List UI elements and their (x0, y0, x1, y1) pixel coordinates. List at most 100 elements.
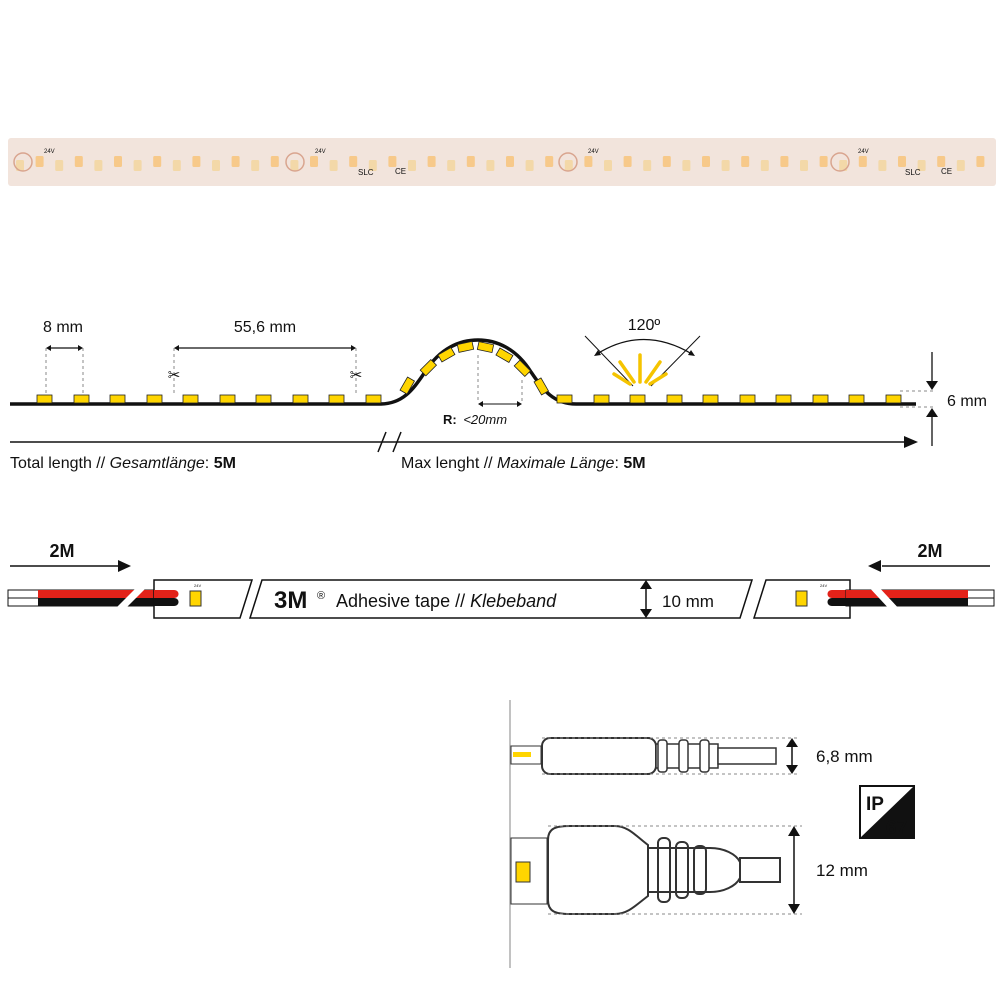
small-width-label: 6,8 mm (816, 747, 873, 766)
profile-led (219, 394, 236, 404)
strip-led (153, 156, 162, 167)
large-cable (739, 857, 781, 883)
small-end-cap-rib (678, 739, 689, 773)
strip-led (427, 156, 436, 167)
strip-led (231, 156, 240, 167)
3m-logo: 3M (274, 587, 307, 614)
strip-led (643, 160, 652, 171)
strip-led (447, 160, 456, 171)
wiring-diagram: 2M 24V 3M ® Adhesive tape // Klebeband 1… (7, 541, 995, 619)
total-length-german: Gesamtlänge (110, 455, 205, 472)
scissors-icon: ✂ (350, 367, 363, 384)
total-length-label: Total length // Gesamtlänge: 5M (10, 455, 236, 472)
strip-led (800, 160, 808, 171)
strip-led (270, 156, 279, 167)
max-length-german: Maximale Länge (497, 455, 615, 472)
ip67-badge: IP 67 (859, 785, 915, 839)
strip-led (349, 156, 358, 167)
small-end-cap-body (541, 737, 657, 775)
strip-led (682, 160, 691, 171)
strip-voltage-label: 24V (858, 149, 869, 155)
strip-led (329, 160, 338, 171)
strip-led (172, 160, 181, 171)
registered-mark: ® (317, 590, 325, 602)
max-length-label: Max lenght // Maximale Länge: 5M (401, 455, 646, 472)
strip-led (74, 156, 83, 167)
length-indicator: Total length // Gesamtlänge: 5M Max leng… (10, 431, 918, 472)
length-arrowhead (904, 436, 918, 448)
strip-led (760, 160, 769, 171)
strip-brand-mark: SLC (358, 168, 374, 177)
beam-angle-arc (596, 338, 693, 355)
profile-led (775, 394, 792, 404)
profile-led (292, 394, 309, 404)
strip-ce-mark: CE (941, 167, 952, 176)
small-width-arrowheads (786, 738, 798, 774)
strip-led (388, 156, 397, 167)
radius-value: <20mm (463, 412, 507, 427)
strip-led (878, 160, 887, 171)
strip-leds (13, 152, 985, 172)
large-led-chip (515, 861, 531, 883)
large-end-cap-body (547, 825, 649, 915)
wire-left-solder-black (154, 598, 179, 606)
adhesive-tape-label: Adhesive tape // Klebeband (336, 591, 557, 611)
large-end-cap-rib (693, 845, 707, 895)
small-led-chip (513, 752, 531, 757)
height-arrowhead-top (926, 381, 938, 390)
led-strip-photo: 24V 24V 24V 24V CE CE SLC SLC (8, 138, 996, 186)
profile-led (437, 346, 456, 363)
strip-led (976, 156, 985, 167)
profile-led (629, 394, 646, 404)
length-break-mark (377, 431, 387, 453)
profile-led (666, 394, 683, 404)
strip-brand-mark: SLC (905, 168, 921, 177)
total-length-value: 5M (214, 455, 236, 472)
strip-led (898, 156, 906, 167)
strip-led (16, 160, 24, 171)
profile-led (182, 394, 199, 404)
radius-label: R: <20mm (443, 412, 507, 427)
scissors-icon: ✂ (168, 367, 181, 384)
wire-right-red (846, 590, 968, 598)
strip-led (408, 160, 416, 171)
strip-led (721, 160, 730, 171)
ip-badge-digits: 67 (886, 818, 907, 839)
strip-led (858, 156, 867, 167)
strip-led (564, 160, 573, 171)
strip-led (819, 156, 828, 167)
profile-led (456, 340, 475, 353)
wire-right-length-label: 2M (917, 541, 942, 561)
strip-led (133, 160, 142, 171)
strip-led (623, 156, 632, 167)
strip-led (545, 156, 554, 167)
strip-led (290, 160, 299, 171)
profile-led (495, 347, 514, 364)
strip-profile: 8 mm 55,6 mm ✂ ✂ R: <20mm 120º (10, 317, 987, 446)
large-end-cap-rib (657, 837, 671, 903)
profile-led (365, 394, 382, 404)
cut-length-label: 55,6 mm (234, 319, 296, 336)
strip-led (525, 160, 534, 171)
wire-right-solder-black (827, 598, 850, 606)
wire-right-solder-red (827, 590, 850, 598)
height-label: 6 mm (947, 393, 987, 410)
beam-angle-label: 120º (628, 317, 661, 334)
strip-led (486, 160, 495, 171)
large-width-label: 12 mm (816, 861, 868, 880)
profile-led (419, 358, 438, 377)
strip-led (310, 156, 318, 167)
strip-led (212, 160, 220, 171)
strip-led (937, 156, 946, 167)
strip-led (702, 156, 710, 167)
chip-voltage-label: 24V (820, 583, 827, 588)
strip-led (368, 160, 377, 171)
light-rays-icon (612, 353, 668, 386)
wire-left-solder-red (154, 590, 179, 598)
strip-led (839, 160, 848, 171)
strip-led (466, 156, 475, 167)
strip-led (584, 156, 593, 167)
strip-solder-pad (285, 152, 305, 172)
small-end-cap-rib (657, 739, 668, 773)
wire-right-cut-mark (866, 584, 902, 612)
